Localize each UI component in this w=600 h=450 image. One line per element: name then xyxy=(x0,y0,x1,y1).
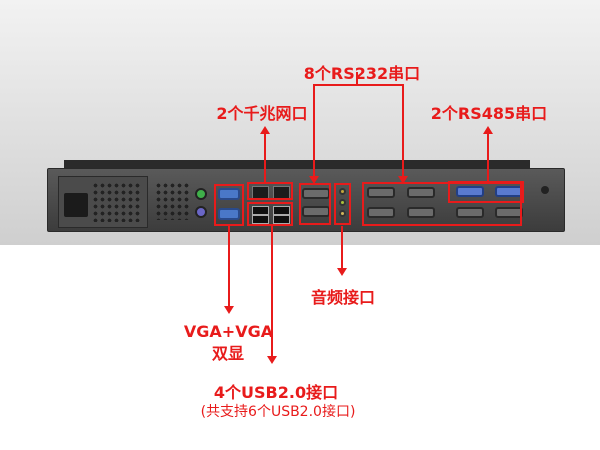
vga-label: VGA+VGA xyxy=(183,322,274,341)
usb-arrow-icon xyxy=(267,356,277,364)
chassis-top-rail xyxy=(64,160,530,169)
rs485-label: 2个RS485串口 xyxy=(430,104,548,123)
rs485-port-1 xyxy=(456,186,484,197)
usb-label: 4个USB2.0接口 xyxy=(213,383,339,402)
com-port-3 xyxy=(367,187,395,198)
rs485-arrow-icon xyxy=(483,126,493,134)
audio-label: 音频接口 xyxy=(310,288,375,307)
rs232-bracket-line xyxy=(313,84,404,86)
rs485-highlight-box xyxy=(448,181,524,203)
usb-port-3 xyxy=(252,215,269,224)
usb-sub-label: (共支持6个USB2.0接口) xyxy=(200,404,356,420)
ps2-keyboard-port xyxy=(195,206,207,218)
panel-vent xyxy=(155,182,189,220)
gige-connector xyxy=(264,132,266,182)
rs232-right-highlight-box xyxy=(362,182,522,226)
vga-highlight-box xyxy=(214,184,244,226)
com-port-8 xyxy=(495,207,523,218)
gige-arrow-icon xyxy=(260,126,270,134)
rs232-right-connector xyxy=(402,84,404,182)
audio-connector xyxy=(341,226,343,272)
audio-port-3 xyxy=(339,210,346,217)
com-port-6 xyxy=(407,207,435,218)
rs232-left-connector xyxy=(313,84,315,182)
com-port-4 xyxy=(407,187,435,198)
usb-port-4 xyxy=(273,215,290,224)
vga-arrow-icon xyxy=(224,306,234,314)
usb-port-2 xyxy=(273,206,290,215)
vga-connector xyxy=(228,226,230,312)
vga-port-1 xyxy=(218,188,240,200)
usb-highlight-box xyxy=(247,202,293,226)
rs232-left-highlight-box xyxy=(299,183,331,225)
audio-arrow-icon xyxy=(337,268,347,276)
com-port-7 xyxy=(456,207,484,218)
power-socket xyxy=(64,193,88,217)
vga-port-2 xyxy=(218,208,240,220)
com-port-5 xyxy=(367,207,395,218)
vga-sub-label: 双显 xyxy=(211,344,244,363)
rs232-label: 8个RS232串口 xyxy=(303,64,421,83)
panel-screw xyxy=(541,186,549,194)
ethernet-highlight-box xyxy=(247,182,293,200)
usb-connector xyxy=(271,226,273,361)
gige-label: 2个千兆网口 xyxy=(216,104,308,123)
usb-port-1 xyxy=(252,206,269,215)
rs232-center-stem xyxy=(356,72,358,85)
audio-port-2 xyxy=(339,199,346,206)
psu-vent xyxy=(92,182,140,222)
audio-port-1 xyxy=(339,188,346,195)
rs232-right-arrow-icon xyxy=(398,176,408,184)
ps2-mouse-port xyxy=(195,188,207,200)
rs232-left-arrow-icon xyxy=(309,176,319,184)
audio-highlight-box xyxy=(334,183,351,225)
rs485-connector xyxy=(487,132,489,182)
